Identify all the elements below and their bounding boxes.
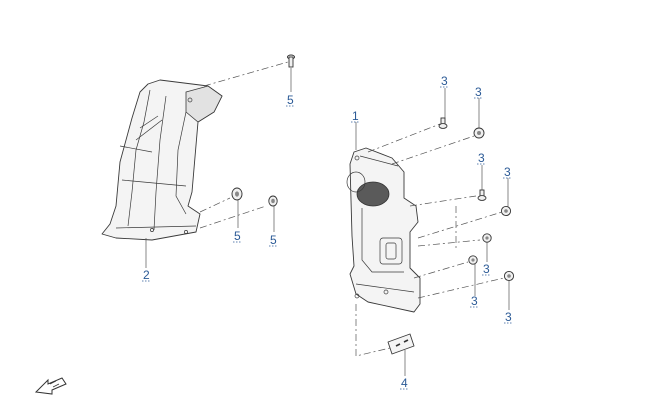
hardware-items xyxy=(231,54,515,355)
callout-part-3[interactable]: 3 xyxy=(475,85,482,99)
callout-part-5[interactable]: 5 xyxy=(270,233,277,247)
part-1-splash-plate[interactable] xyxy=(346,147,421,313)
callout-part-1[interactable]: 1 xyxy=(352,109,359,123)
callout-part-5[interactable]: 5 xyxy=(287,93,294,107)
callout-part-3[interactable]: 3 xyxy=(471,294,478,308)
part-2-fender-liner[interactable] xyxy=(101,79,223,241)
bolt-3-g[interactable] xyxy=(503,270,515,282)
bolt-3-f[interactable] xyxy=(468,255,478,265)
plate-cutout xyxy=(356,181,390,207)
callout-part-3[interactable]: 3 xyxy=(483,262,490,276)
clip-4[interactable] xyxy=(387,333,415,355)
bolt-3-e[interactable] xyxy=(482,233,492,243)
bolt-3-a[interactable] xyxy=(438,117,448,129)
callout-part-3[interactable]: 3 xyxy=(504,165,511,179)
callout-labels: 1 2 3 3 3 3 3 3 3 4 5 5 5 xyxy=(142,74,512,390)
screw-5-top[interactable] xyxy=(286,54,296,68)
callout-part-4[interactable]: 4 xyxy=(401,376,408,390)
bolt-3-d[interactable] xyxy=(500,205,512,217)
callout-part-3[interactable]: 3 xyxy=(478,151,485,165)
callout-part-3[interactable]: 3 xyxy=(505,310,512,324)
grommet-5-right[interactable] xyxy=(268,195,278,207)
callout-part-2[interactable]: 2 xyxy=(143,268,150,282)
callout-part-3[interactable]: 3 xyxy=(441,74,448,88)
front-direction-arrow-icon xyxy=(34,377,67,395)
callout-part-5[interactable]: 5 xyxy=(234,229,241,243)
bolt-3-b[interactable] xyxy=(473,127,485,139)
grommet-5-left[interactable] xyxy=(231,187,243,201)
bolt-3-c[interactable] xyxy=(477,189,487,201)
